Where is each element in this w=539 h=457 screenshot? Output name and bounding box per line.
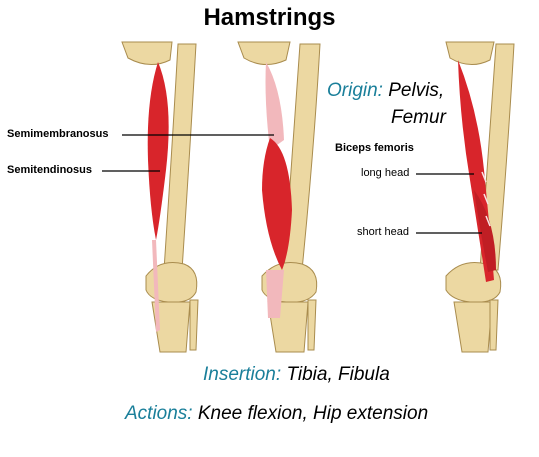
label-semitendinosus: Semitendinosus — [7, 164, 92, 176]
origin-value-line2: Femur — [391, 107, 446, 128]
origin-value-line1: Pelvis, — [388, 80, 445, 101]
leg-3-biceps-femoris — [445, 41, 515, 353]
leg-1-semitendinosus — [121, 41, 199, 353]
leg-2-semimembranosus — [237, 41, 321, 353]
label-semimembranosus: Semimembranosus — [7, 128, 109, 140]
insertion-caption: Insertion: Tibia, Fibula — [203, 364, 390, 386]
actions-value: Knee flexion, Hip extension — [197, 403, 429, 424]
actions-caption: Actions: Knee flexion, Hip extension — [125, 403, 428, 425]
insertion-key: Insertion: — [203, 364, 282, 385]
label-biceps-femoris: Biceps femoris — [335, 142, 414, 154]
label-short-head: short head — [357, 226, 409, 238]
diagram-title: Hamstrings — [203, 4, 336, 31]
insertion-value: Tibia, Fibula — [286, 364, 390, 385]
actions-key: Actions: — [125, 403, 193, 424]
label-long-head: long head — [361, 167, 410, 179]
origin-key: Origin: — [327, 80, 383, 101]
origin-caption: Origin: Pelvis, — [327, 80, 444, 102]
